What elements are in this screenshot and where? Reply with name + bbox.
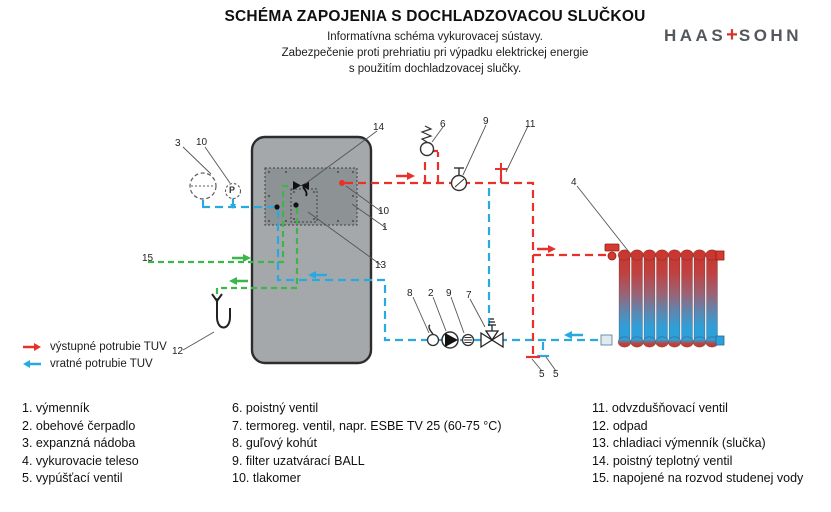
brand-logo-left: HAAS	[664, 26, 727, 45]
diagram-label-9-bottom: 9	[446, 288, 452, 299]
air-vent-valve-icon	[495, 163, 507, 175]
brand-logo: HAAS + SOHN	[648, 25, 818, 47]
diagram-label-8: 8	[407, 288, 413, 299]
return-pipe	[201, 188, 612, 353]
ball-valve-icon	[426, 324, 440, 347]
ball-filter-valve-icon	[450, 167, 468, 192]
parts-list-item: 2. obehové čerpadlo	[22, 418, 136, 433]
boiler-body	[250, 135, 373, 365]
legend-return-label: vratné potrubie TUV	[50, 358, 153, 370]
page-title: SCHÉMA ZAPOJENIA S DOCHLADZOVACOU SLUČKO…	[224, 8, 646, 25]
radiator-valve-icon	[604, 243, 620, 252]
brand-plus-icon: +	[726, 24, 738, 46]
blue-left-arrow-icon	[23, 360, 41, 368]
thermo-mixing-valve-icon	[480, 318, 504, 349]
diagram-label-5-right: 5	[553, 369, 559, 380]
expansion-tank-icon	[189, 172, 217, 200]
subtitle-line-3: s použitím dochladzovacej slučky.	[348, 63, 522, 75]
pressure-gauge-icon	[224, 182, 242, 200]
leader-lines	[182, 124, 630, 372]
diagram-label-3: 3	[175, 138, 181, 149]
diagram-label-5-left: 5	[539, 369, 545, 380]
diagram-label-6: 6	[440, 119, 446, 130]
legend-return: vratné potrubie TUV	[22, 358, 153, 370]
drain-siphon-icon	[211, 293, 231, 329]
parts-list-item: 5. vypúšťací ventil	[22, 471, 123, 486]
parts-list-item: 8. guľový kohút	[232, 436, 317, 451]
pressure-gauge-letter: P	[229, 185, 236, 195]
diagram-label-10-left: 10	[196, 137, 208, 148]
diagram-label-11: 11	[525, 119, 536, 130]
parts-list-item: 6. poistný ventil	[232, 401, 319, 415]
diagram-label-7: 7	[466, 290, 472, 301]
parts-list-item: 11. odvzdušňovací ventil	[592, 401, 728, 415]
legend-supply-label: výstupné potrubie TUV	[50, 341, 167, 353]
parts-list-column-1: 1. výmenník 2. obehové čerpadlo 3. expanzn…	[22, 400, 139, 488]
filter-icon	[461, 333, 475, 347]
plate-screws	[268, 171, 354, 222]
heat-exchanger-plate	[264, 167, 358, 226]
diagram-label-1: 1	[382, 222, 388, 233]
parts-list-column-2: 6. poistný ventil 7. termoreg. ventil, na…	[232, 400, 501, 488]
parts-list-item: 1. výmenník	[22, 401, 90, 415]
parts-list-item: 15. napojené na rozvod studenej vody	[592, 471, 804, 486]
parts-list-item: 4. vykurovacie teleso	[22, 453, 139, 468]
parts-list-item: 12. odpad	[592, 418, 648, 433]
parts-list-item: 3. expanzná nádoba	[22, 436, 136, 451]
parts-list-item: 14. poistný teplotný ventil	[592, 453, 733, 468]
pressure-tap-dot	[339, 180, 345, 186]
circulation-pump-icon	[441, 331, 459, 349]
red-right-arrow-icon	[23, 343, 41, 351]
thermal-safety-valve-icon	[293, 181, 309, 197]
safety-valve-icon	[419, 125, 435, 157]
legend-supply: výstupné potrubie TUV	[22, 341, 167, 353]
radiator	[600, 243, 725, 348]
brand-logo-right: SOHN	[738, 26, 802, 45]
parts-list-column-3: 11. odvzdušňovací ventil 12. odpad 13. chl…	[592, 400, 803, 488]
parts-list-item: 13. chladiaci výmenník (slučka)	[592, 436, 766, 451]
cold-water-pipe	[148, 184, 299, 302]
subtitle-line-2: Zabezpečenie proti prehriatiu pri výpadk…	[281, 47, 589, 59]
parts-list-item: 10. tlakomer	[232, 471, 301, 486]
diagram-label-2: 2	[428, 288, 434, 299]
diagram-label-15: 15	[142, 253, 154, 264]
parts-list-item: 7. termoreg. ventil, napr. ESBE TV 25 (6…	[232, 418, 502, 433]
gauge-connection-dot	[274, 204, 280, 210]
diagram-label-13: 13	[375, 260, 387, 271]
loop-connection-dot	[293, 202, 299, 208]
parts-list-item: 9. filter uzatvárací BALL	[232, 453, 365, 468]
subtitle-line-1: Informatívna schéma vykurovacej sústavy.	[327, 31, 543, 43]
diagram-label-12: 12	[172, 346, 184, 357]
diagram-label-4: 4	[571, 177, 577, 188]
gauge-arrow-icon	[230, 204, 236, 209]
diagram-label-9-top: 9	[483, 116, 489, 127]
flow-arrows	[229, 172, 583, 339]
diagram-label-14: 14	[373, 122, 385, 133]
diagram-label-10-right: 10	[378, 206, 390, 217]
